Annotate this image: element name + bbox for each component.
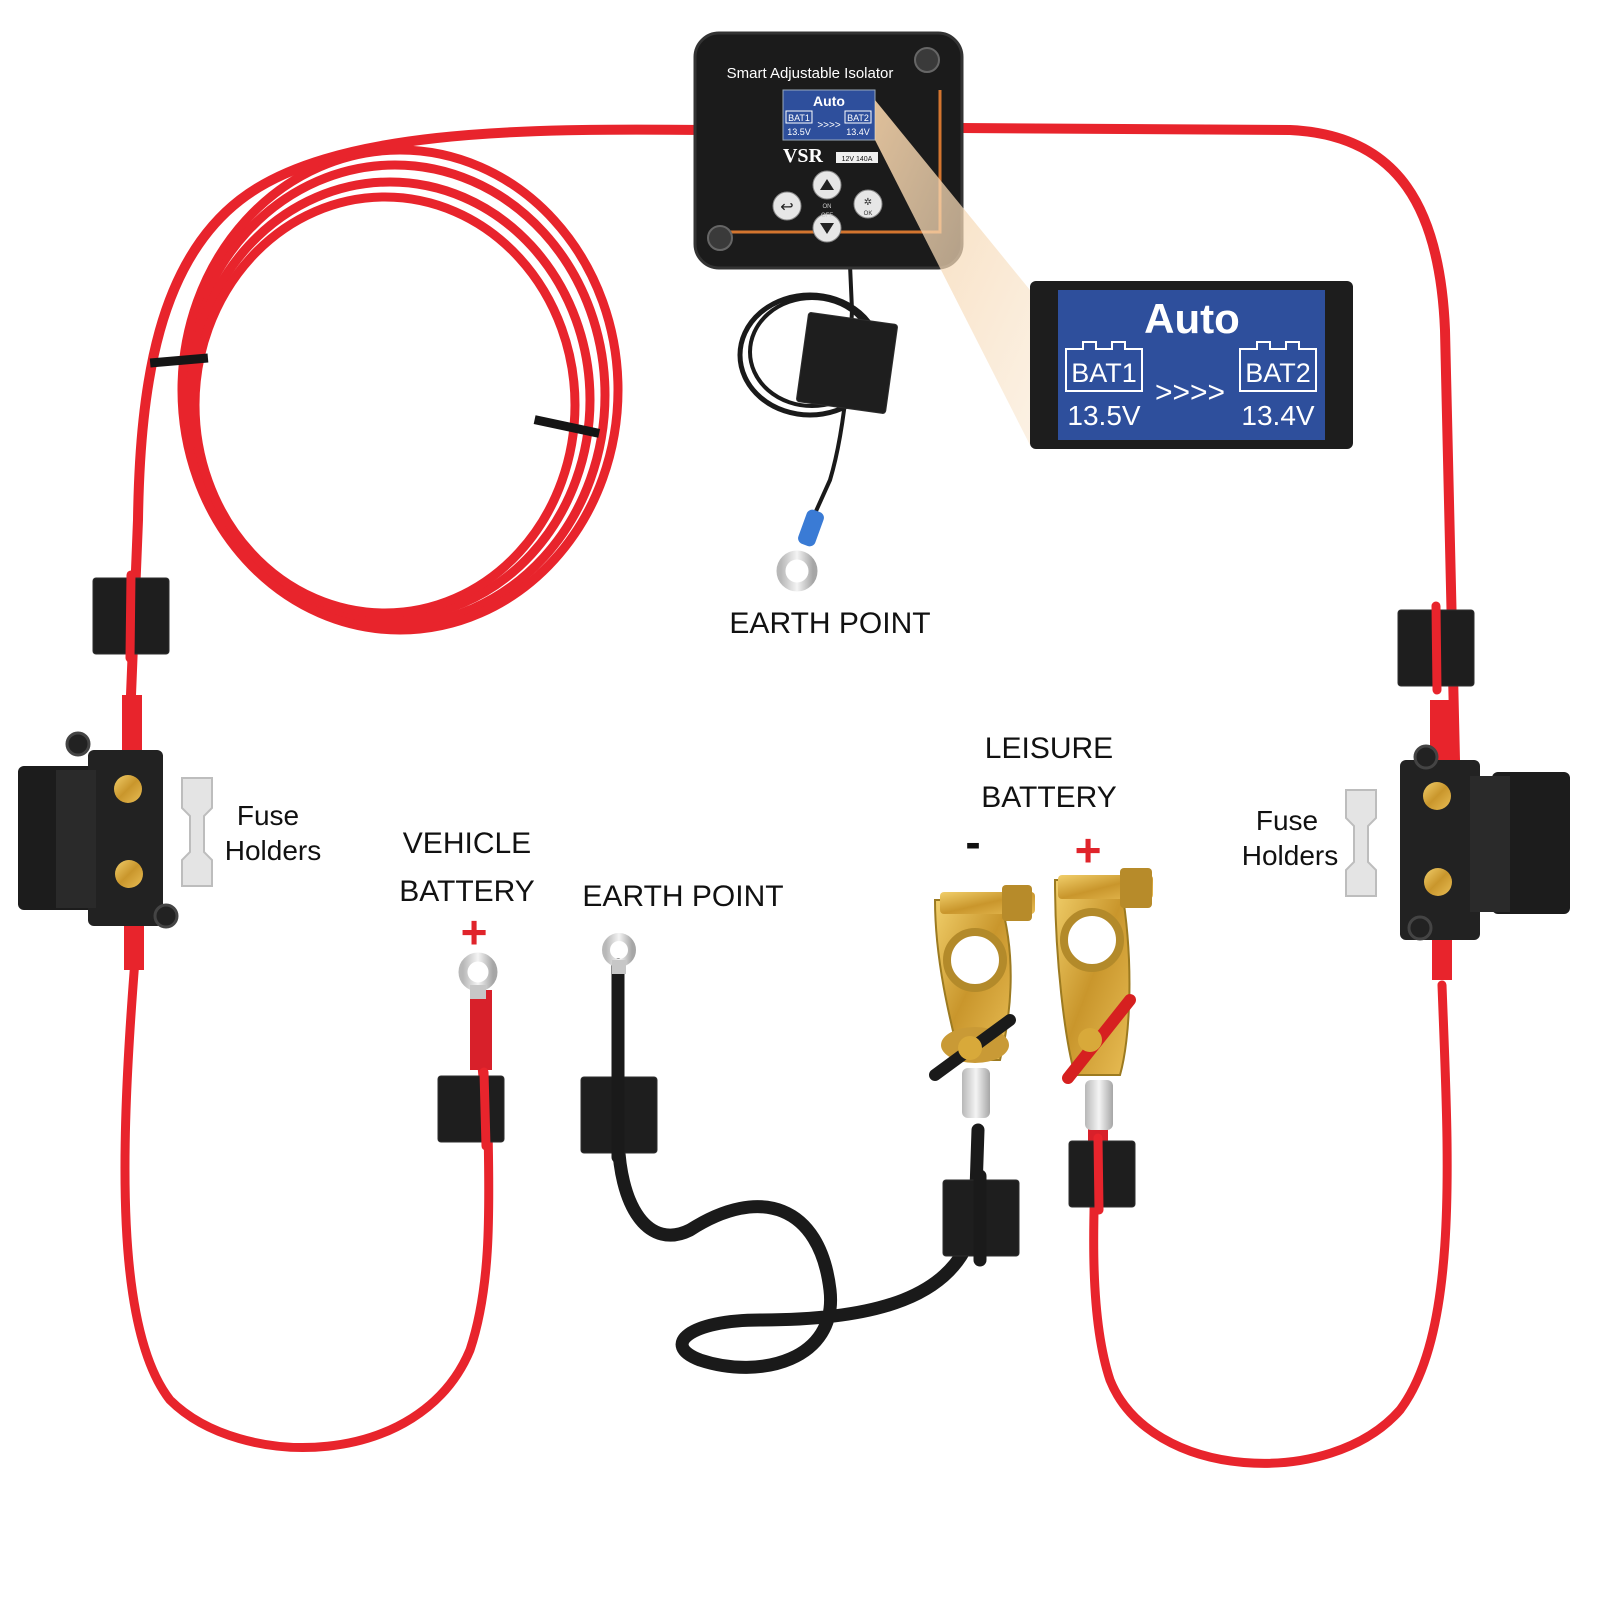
mount-hole-icon bbox=[914, 47, 940, 73]
cable-tie bbox=[149, 353, 209, 368]
earth-cable-bottom bbox=[611, 958, 985, 1374]
fuse-holder-left bbox=[18, 731, 179, 929]
up-arrow-icon bbox=[820, 179, 834, 190]
fuse-holders-label-left-2: Holders bbox=[225, 835, 321, 866]
ring-terminal-vehicle bbox=[458, 952, 498, 999]
settings-icon: ✲ bbox=[864, 197, 872, 208]
isolator-screen-mode: Auto bbox=[813, 93, 845, 109]
earth-point-label-bottom: EARTH POINT bbox=[582, 880, 783, 913]
ring-terminal-earth-top bbox=[776, 509, 824, 592]
zoom-beam bbox=[875, 100, 1030, 445]
leisure-battery-label-2: BATTERY bbox=[981, 781, 1117, 814]
isolator-bat1-label: BAT1 bbox=[788, 113, 810, 123]
zoom-bat2-voltage: 13.4V bbox=[1241, 400, 1314, 431]
zoom-mode: Auto bbox=[1144, 295, 1240, 342]
cable-tie bbox=[533, 415, 601, 438]
isolator-bat2-label: BAT2 bbox=[847, 113, 869, 123]
fuse-holders-label-right-1: Fuse bbox=[1256, 805, 1318, 836]
cable-mount bbox=[437, 1075, 505, 1143]
zoom-arrows: >>>> bbox=[1155, 376, 1225, 409]
zoom-bat2-label: BAT2 bbox=[1245, 358, 1311, 388]
vehicle-battery-label-2: BATTERY bbox=[399, 875, 535, 908]
cable-mount bbox=[796, 312, 898, 414]
isolator-arrows: >>>> bbox=[817, 120, 841, 131]
up-button-label: ON bbox=[823, 204, 832, 210]
isolator-unit: Smart Adjustable Isolator Auto BAT1 BAT2… bbox=[693, 31, 964, 270]
isolator-screen bbox=[782, 89, 876, 141]
fuse-holder-right bbox=[1400, 744, 1570, 941]
back-arrow-icon: ↩ bbox=[780, 197, 793, 216]
back-button[interactable] bbox=[772, 191, 802, 221]
zoom-bat1-voltage: 13.5V bbox=[1067, 400, 1140, 431]
cable-left-lower bbox=[120, 955, 494, 1452]
battery-clamp-positive bbox=[1053, 868, 1153, 1130]
ring-terminal-earth-bottom bbox=[602, 933, 636, 974]
vehicle-battery-label-1: VEHICLE bbox=[403, 827, 531, 860]
down-arrow-icon bbox=[820, 223, 834, 234]
zoom-screen: Auto BAT1 BAT2 >>>> 13.5V 13.4V bbox=[1030, 281, 1353, 449]
terminal-nut-icon bbox=[1424, 868, 1452, 896]
isolator-rating: 12V 140A bbox=[842, 156, 873, 163]
battery-clamp-negative bbox=[929, 885, 1035, 1118]
terminal-nut-icon bbox=[1423, 782, 1451, 810]
cable-coil bbox=[177, 145, 623, 635]
ok-button[interactable] bbox=[853, 189, 883, 219]
terminal-nut-icon bbox=[114, 775, 142, 803]
isolator-bat1-voltage: 13.5V bbox=[787, 127, 811, 137]
isolator-brand: VSR bbox=[783, 145, 824, 167]
isolator-title: Smart Adjustable Isolator bbox=[727, 65, 894, 82]
fuse-holders-label-left-1: Fuse bbox=[237, 800, 299, 831]
cable-top-left bbox=[125, 124, 710, 725]
mount-hole-icon bbox=[707, 225, 733, 251]
down-button-label: OFF bbox=[821, 213, 833, 219]
fuse-blade-left bbox=[181, 777, 213, 887]
fuse-holders-label-right-2: Holders bbox=[1242, 840, 1338, 871]
black-cables bbox=[611, 263, 985, 1374]
terminal-nut-icon bbox=[115, 860, 143, 888]
cable-mounts bbox=[92, 312, 1475, 1257]
leisure-battery-label-1: LEISURE bbox=[985, 732, 1113, 765]
isolator-bat2-voltage: 13.4V bbox=[846, 127, 870, 137]
leisure-minus-sign: - bbox=[965, 816, 980, 868]
cable-top-right bbox=[955, 123, 1460, 765]
fuse-blade-right bbox=[1345, 789, 1377, 897]
earth-point-label-top: EARTH POINT bbox=[729, 607, 930, 640]
ok-button-label: OK bbox=[864, 211, 873, 217]
vehicle-plus-sign: + bbox=[461, 906, 488, 958]
cable-right-lower bbox=[1089, 980, 1452, 1468]
zoom-bat1-label: BAT1 bbox=[1071, 358, 1137, 388]
leisure-plus-sign: + bbox=[1075, 824, 1102, 876]
